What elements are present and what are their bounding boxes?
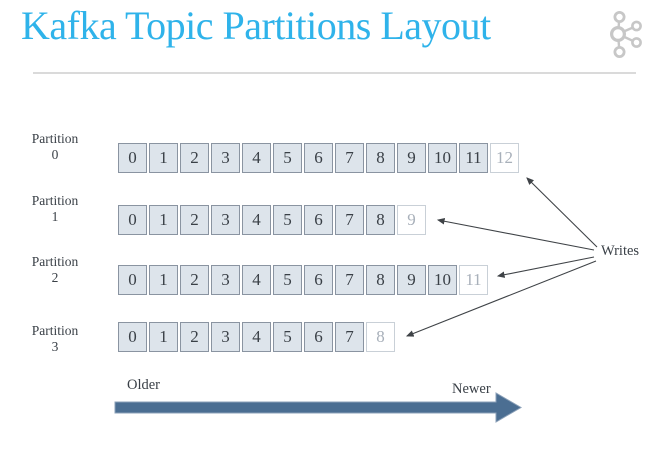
offset-cell: 2: [180, 265, 209, 295]
offset-cell: 2: [180, 205, 209, 235]
next-offset-cell: 8: [366, 322, 395, 352]
partition-label-text: Partition: [31, 131, 79, 146]
offset-cell: 3: [211, 322, 240, 352]
offset-cell: 4: [242, 322, 271, 352]
offset-cell: 2: [180, 322, 209, 352]
offset-cell: 4: [242, 143, 271, 173]
offset-cell: 5: [273, 205, 302, 235]
offset-cell: 1: [149, 322, 178, 352]
partition-label-text: Partition: [31, 323, 79, 338]
offset-cell: 7: [335, 322, 364, 352]
offset-cell: 7: [335, 265, 364, 295]
offset-cell: 8: [366, 265, 395, 295]
offset-cell: 6: [304, 205, 333, 235]
offset-cell: 10: [428, 265, 457, 295]
offset-cell: 6: [304, 143, 333, 173]
offset-cell: 1: [149, 143, 178, 173]
title-divider: [33, 72, 636, 74]
offset-cell: 2: [180, 143, 209, 173]
offset-cell: 7: [335, 143, 364, 173]
partition-label-text: Partition: [31, 254, 79, 269]
offset-cell: 0: [118, 143, 147, 173]
partition-number: 1: [51, 209, 59, 224]
offset-cell: 4: [242, 205, 271, 235]
offset-cell: 5: [273, 265, 302, 295]
next-offset-cell: 9: [397, 205, 426, 235]
offset-cell: 1: [149, 205, 178, 235]
offset-cell: 0: [118, 205, 147, 235]
offset-cell: 9: [397, 143, 426, 173]
offset-cell: 6: [304, 265, 333, 295]
offset-cell: 0: [118, 265, 147, 295]
partition-label-1: Partition 1: [10, 193, 100, 225]
kafka-logo-icon: [609, 11, 642, 59]
offset-cell: 7: [335, 205, 364, 235]
writes-label: Writes: [601, 243, 640, 259]
partition-label-text: Partition: [31, 193, 79, 208]
offset-cell: 3: [211, 265, 240, 295]
next-offset-cell: 11: [459, 265, 488, 295]
offset-cell: 1: [149, 265, 178, 295]
partition-label-0: Partition 0: [10, 131, 100, 163]
partition-number: 2: [51, 270, 59, 285]
partition-number: 3: [51, 339, 59, 354]
offset-cell: 11: [459, 143, 488, 173]
offset-cell: 9: [397, 265, 426, 295]
newer-label: Newer: [452, 381, 491, 397]
page-title: Kafka Topic Partitions Layout: [21, 3, 491, 48]
offset-cell: 5: [273, 322, 302, 352]
partition-label-3: Partition 3: [10, 323, 100, 355]
offset-cell: 3: [211, 205, 240, 235]
offset-cell: 8: [366, 205, 395, 235]
older-label: Older: [127, 377, 161, 393]
writes-arrows: [405, 177, 598, 337]
offset-cell: 6: [304, 322, 333, 352]
offset-cell: 5: [273, 143, 302, 173]
offset-cell: 0: [118, 322, 147, 352]
offset-cell: 8: [366, 143, 395, 173]
offset-cell: 10: [428, 143, 457, 173]
offset-cell: 4: [242, 265, 271, 295]
offset-cell: 3: [211, 143, 240, 173]
partition-number: 0: [51, 147, 59, 162]
next-offset-cell: 12: [490, 143, 519, 173]
partition-label-2: Partition 2: [10, 254, 100, 286]
